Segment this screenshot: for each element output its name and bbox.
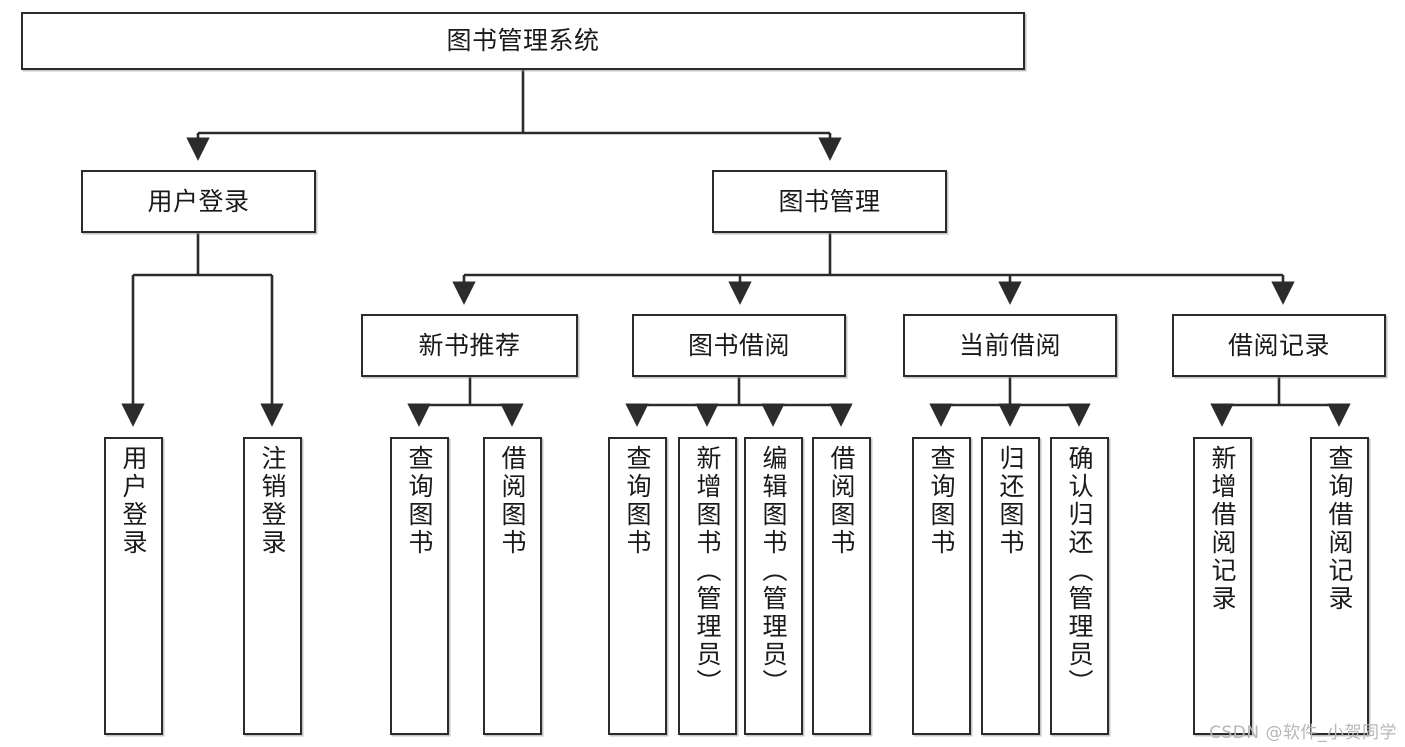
- node-leaf-confirm-return-admin[interactable]: 确认归还（管理员）: [1050, 437, 1109, 735]
- node-root-system[interactable]: 图书管理系统: [21, 12, 1025, 70]
- node-label: 归还图书: [996, 445, 1025, 557]
- node-label: 查询图书: [405, 445, 434, 557]
- node-label: 图书管理系统: [446, 26, 600, 55]
- node-leaf-logout-login[interactable]: 注销登录: [243, 437, 302, 735]
- node-borrow-records[interactable]: 借阅记录: [1172, 314, 1386, 377]
- node-label: 查询图书: [623, 445, 652, 557]
- node-label: 查询借阅记录: [1325, 445, 1354, 613]
- node-label: 图书管理: [778, 186, 881, 216]
- node-label: 借阅图书: [498, 445, 527, 557]
- node-leaf-query-borrow-record[interactable]: 查询借阅记录: [1310, 437, 1369, 735]
- node-label: 新书推荐: [418, 330, 521, 360]
- node-book-management[interactable]: 图书管理: [712, 170, 947, 233]
- node-label: 借阅图书: [827, 445, 856, 557]
- node-current-borrow[interactable]: 当前借阅: [903, 314, 1117, 377]
- node-leaf-user-login[interactable]: 用户登录: [104, 437, 163, 735]
- node-leaf-borrow-books-new[interactable]: 借阅图书: [483, 437, 542, 735]
- node-label: 当前借阅: [958, 330, 1061, 360]
- node-new-book-recommend[interactable]: 新书推荐: [361, 314, 578, 377]
- node-label: 编辑图书（管理员）: [759, 445, 788, 697]
- node-label: 确认归还（管理员）: [1065, 445, 1094, 697]
- node-label: 新增图书（管理员）: [693, 445, 722, 697]
- node-leaf-add-borrow-record[interactable]: 新增借阅记录: [1193, 437, 1252, 735]
- node-leaf-return-books[interactable]: 归还图书: [981, 437, 1040, 735]
- node-leaf-query-books-new[interactable]: 查询图书: [390, 437, 449, 735]
- node-leaf-borrow-books-borrow[interactable]: 借阅图书: [812, 437, 871, 735]
- node-label: 用户登录: [147, 186, 250, 216]
- node-leaf-query-books-current[interactable]: 查询图书: [912, 437, 971, 735]
- node-user-login[interactable]: 用户登录: [81, 170, 316, 233]
- node-leaf-query-books-borrow[interactable]: 查询图书: [608, 437, 667, 735]
- node-book-borrow[interactable]: 图书借阅: [632, 314, 846, 377]
- node-label: 图书借阅: [687, 330, 790, 360]
- node-label: 借阅记录: [1227, 330, 1330, 360]
- node-label: 查询图书: [927, 445, 956, 557]
- node-leaf-edit-book-admin[interactable]: 编辑图书（管理员）: [744, 437, 803, 735]
- csdn-watermark: CSDN @软件_小贺同学: [1209, 723, 1397, 743]
- node-label: 新增借阅记录: [1208, 445, 1237, 613]
- node-label: 用户登录: [119, 445, 148, 557]
- node-leaf-add-book-admin[interactable]: 新增图书（管理员）: [678, 437, 737, 735]
- node-label: 注销登录: [258, 445, 287, 557]
